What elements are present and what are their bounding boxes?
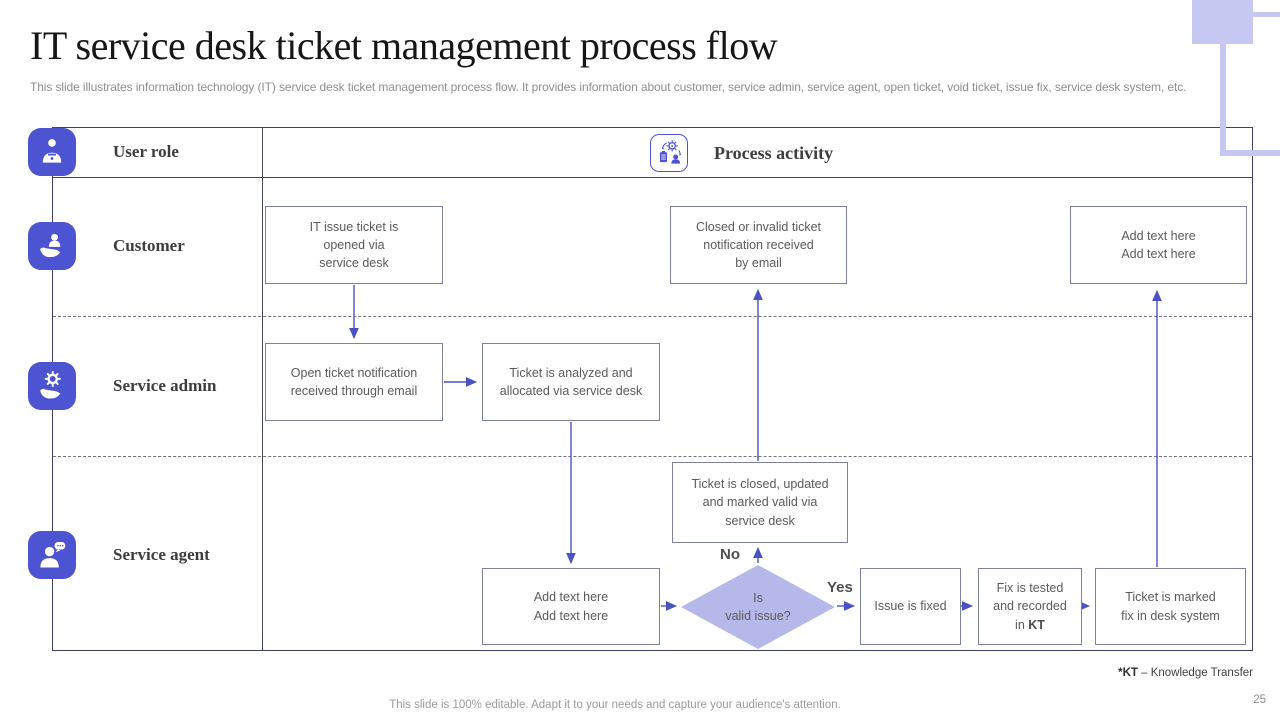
- flow-box-text: Add text here Add text here: [1121, 228, 1196, 261]
- header-process-activity: Process activity: [714, 143, 834, 163]
- kt-footnote: *KT – Knowledge Transfer: [1118, 667, 1253, 679]
- page-title: IT service desk ticket management proces…: [30, 23, 778, 68]
- flow-box-text: Ticket is analyzed and allocated via ser…: [499, 365, 643, 398]
- column-divider: [262, 128, 263, 650]
- kt-footnote-definition: – Knowledge Transfer: [1137, 667, 1253, 679]
- customer-care-icon: [28, 222, 76, 270]
- admin-gear-hand-icon: [28, 362, 76, 410]
- header-user-role: User role: [113, 142, 179, 161]
- lane-label-customer: Customer: [113, 236, 185, 255]
- edge-label-yes: Yes: [827, 579, 853, 596]
- flow-box-closed-invalid[interactable]: Closed or invalid ticket notification re…: [670, 206, 847, 284]
- editable-note: This slide is 100% editable. Adapt it to…: [389, 699, 841, 711]
- flow-box-fix-tested[interactable]: Fix is tested and recorded in KT: [978, 568, 1082, 645]
- flow-box-customer-placeholder[interactable]: Add text here Add text here: [1070, 206, 1247, 284]
- flow-box-ticket-closed-valid[interactable]: Ticket is closed, updated and marked val…: [672, 462, 848, 543]
- flow-box-text: Fix is tested and recorded in KT: [993, 579, 1067, 633]
- flow-box-text: Closed or invalid ticket notification re…: [695, 219, 822, 271]
- corner-line-bottom-decoration: [1220, 150, 1280, 156]
- lane-label-service-agent: Service agent: [113, 545, 210, 564]
- flow-box-agent-placeholder[interactable]: Add text here Add text here: [482, 568, 660, 645]
- flow-box-text: Ticket is closed, updated and marked val…: [691, 477, 829, 528]
- lane-divider-customer-admin: [53, 316, 1252, 317]
- flow-box-open-notification[interactable]: Open ticket notification received throug…: [265, 343, 443, 421]
- flow-box-text: Issue is fixed: [874, 599, 947, 614]
- slide-description: This slide illustrates information techn…: [30, 80, 1187, 94]
- flow-box-ticket-marked[interactable]: Ticket is marked fix in desk system: [1095, 568, 1246, 645]
- page-number: 25: [1253, 694, 1266, 706]
- kt-footnote-term: *KT: [1118, 667, 1138, 679]
- edge-label-no: No: [720, 546, 740, 563]
- flow-box-ticket-analyzed[interactable]: Ticket is analyzed and allocated via ser…: [482, 343, 660, 421]
- flow-box-text: Open ticket notification received throug…: [290, 365, 418, 398]
- header-divider: [53, 177, 1252, 178]
- process-activity-icon: [650, 134, 688, 172]
- corner-vertical-bar-decoration: [1220, 44, 1226, 156]
- fix-tested-prefix: Fix is tested and recorded in: [993, 581, 1067, 632]
- flow-box-issue-fixed[interactable]: Issue is fixed: [860, 568, 961, 645]
- user-role-icon: [28, 128, 76, 176]
- corner-line-top-decoration: [1252, 12, 1280, 17]
- corner-square-decoration: [1192, 0, 1253, 44]
- lane-divider-admin-agent: [53, 456, 1252, 457]
- flow-box-text: Add text here Add text here: [533, 590, 609, 623]
- flow-box-text: IT issue ticket is opened via service de…: [309, 219, 399, 271]
- decision-text: Is valid issue?: [725, 590, 791, 623]
- fix-tested-kt-bold: KT: [1028, 617, 1045, 632]
- lane-label-service-admin: Service admin: [113, 376, 217, 395]
- flow-box-text: Ticket is marked fix in desk system: [1121, 590, 1220, 623]
- flow-box-ticket-opened[interactable]: IT issue ticket is opened via service de…: [265, 206, 443, 284]
- agent-chat-icon: [28, 531, 76, 579]
